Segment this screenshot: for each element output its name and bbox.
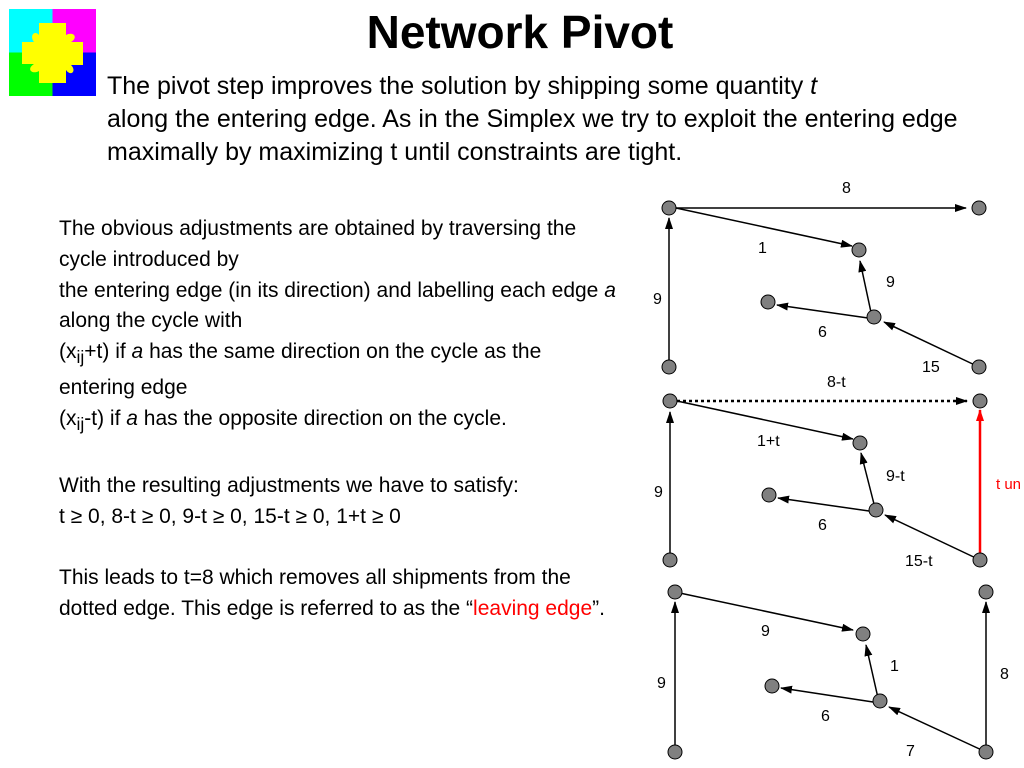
network-1: 8 1 9 9 6 15 xyxy=(653,180,987,376)
rule-minus-sub: ij xyxy=(76,414,85,435)
label-middle: 6 xyxy=(818,517,827,534)
label-right: 8 xyxy=(1000,666,1009,683)
node xyxy=(866,309,882,325)
intro-text-2: along the entering edge. As in the Simpl… xyxy=(107,105,958,166)
rule-minus-rest: has the opposite direction on the cycle. xyxy=(137,406,507,430)
rule-plus: (xij+t) if a has the same direction on t… xyxy=(59,337,619,404)
intro-var-t: t xyxy=(810,72,818,100)
puzzle-logo-icon xyxy=(9,9,96,96)
label-middle: 6 xyxy=(818,324,827,341)
network-3: 9 9 8 1 6 7 xyxy=(657,584,1009,760)
label-diagonal: 9 xyxy=(761,623,770,640)
page-title: Network Pivot xyxy=(366,6,674,58)
para3-text-b: ”. xyxy=(592,596,605,620)
edge-upper-right xyxy=(858,260,873,318)
node xyxy=(978,584,994,600)
label-middle: 6 xyxy=(821,708,830,725)
para1-text-b: the entering edge (in its direction) and… xyxy=(59,278,605,302)
node xyxy=(972,552,988,568)
node xyxy=(872,693,888,709)
para3: This leads to t=8 which removes all ship… xyxy=(59,563,619,625)
leaving-edge-term: leaving edge xyxy=(473,596,593,620)
edge-middle xyxy=(780,685,874,703)
rule-plus-rest: has the same direction on the cycle as t… xyxy=(59,340,542,400)
label-left: 9 xyxy=(653,291,662,308)
constraints-line: t ≥ 0, 8-t ≥ 0, 9-t ≥ 0, 15-t ≥ 0, 1+t ≥… xyxy=(59,504,401,528)
node xyxy=(764,678,780,694)
explanation-text: The obvious adjustments are obtained by … xyxy=(59,214,619,625)
intro-paragraph: The pivot step improves the solution by … xyxy=(107,70,987,169)
intro-text-1: The pivot step improves the solution by … xyxy=(107,72,811,100)
edge-lower xyxy=(888,706,987,753)
label-diagonal: 1 xyxy=(758,240,767,257)
network-2: 8-t 1+t 9 9-t 6 15-t t un xyxy=(654,374,1021,570)
label-diagonal: 1+t xyxy=(757,433,780,450)
node xyxy=(852,435,868,451)
node xyxy=(667,744,683,760)
para1-line-a: The obvious adjustments are obtained by … xyxy=(59,217,577,271)
node xyxy=(662,393,678,409)
rule-plus-suffix: +t) if xyxy=(84,340,132,364)
node xyxy=(855,626,871,642)
label-left: 9 xyxy=(657,675,666,692)
para1-var: a xyxy=(604,278,616,302)
edge-lower xyxy=(883,321,980,368)
node xyxy=(760,294,776,310)
para3-text-a: This leads to t=8 which removes all ship… xyxy=(59,566,571,620)
edge-diagonal xyxy=(674,591,854,632)
node xyxy=(761,487,777,503)
rule-plus-sub: ij xyxy=(76,347,85,368)
node xyxy=(978,744,994,760)
label-upper-right: 1 xyxy=(890,658,899,675)
edge-diagonal xyxy=(675,207,853,248)
rule-plus-var: a xyxy=(131,340,144,364)
node xyxy=(667,584,683,600)
rule-minus-prefix: (x xyxy=(59,406,77,430)
label-top: 8-t xyxy=(827,374,846,391)
node xyxy=(971,200,987,216)
edge-upper-right xyxy=(864,644,879,699)
node xyxy=(662,552,678,568)
rule-plus-prefix: (x xyxy=(59,340,77,364)
node xyxy=(868,502,884,518)
edge-middle xyxy=(776,302,869,319)
label-top: 8 xyxy=(842,180,851,197)
label-lower: 15-t xyxy=(905,553,933,570)
rule-minus-suffix: -t) if xyxy=(84,406,127,430)
edge-diagonal xyxy=(676,400,854,441)
node xyxy=(661,359,677,375)
label-left: 9 xyxy=(654,484,663,501)
node xyxy=(661,200,677,216)
edge-upper-right xyxy=(859,452,875,505)
rule-minus-var: a xyxy=(126,406,138,430)
label-lower: 15 xyxy=(922,359,940,376)
label-upper-right: 9 xyxy=(886,274,895,291)
para1-line-b: the entering edge (in its direction) and… xyxy=(59,276,619,338)
label-upper-right: 9-t xyxy=(886,468,905,485)
node xyxy=(971,359,987,375)
edge-middle xyxy=(777,495,870,512)
node xyxy=(972,393,988,409)
para2-line-a: With the resulting adjustments we have t… xyxy=(59,473,519,497)
rule-minus: (xij-t) if a has the opposite direction … xyxy=(59,404,619,440)
entering-edge-note: t un xyxy=(996,476,1021,493)
edge-lower xyxy=(884,514,981,561)
para1-text-c: along the cycle with xyxy=(59,309,243,333)
node xyxy=(851,242,867,258)
label-lower: 7 xyxy=(906,743,915,760)
